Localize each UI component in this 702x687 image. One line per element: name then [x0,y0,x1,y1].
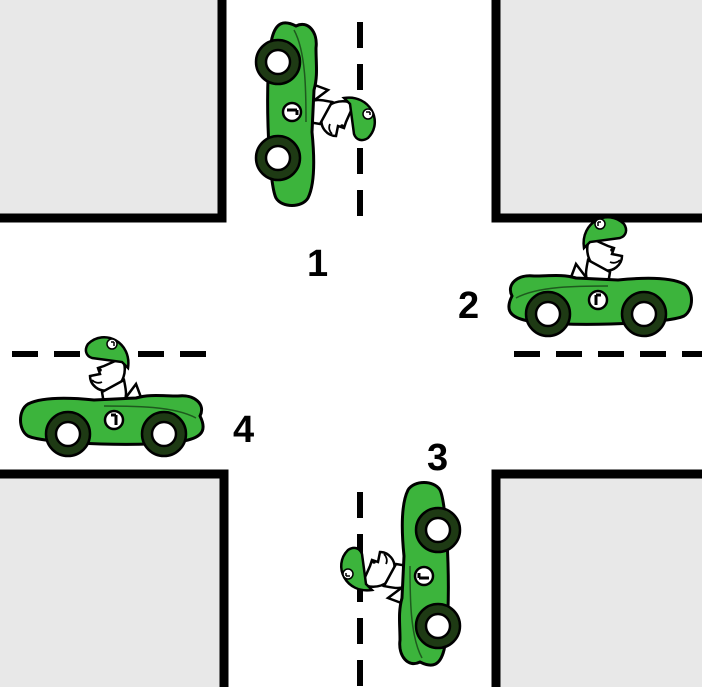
label-car-1: 1 [307,243,328,285]
label-car-4: 4 [233,409,254,451]
label-car-2: 2 [458,285,479,327]
car-4 [21,337,204,456]
car-2 [509,217,692,336]
block-top-right [496,0,702,218]
car-1 [256,23,375,206]
block-bottom-right [496,474,702,687]
block-top-left [0,0,222,218]
label-car-3: 3 [427,437,448,479]
block-bottom-left [0,474,224,687]
